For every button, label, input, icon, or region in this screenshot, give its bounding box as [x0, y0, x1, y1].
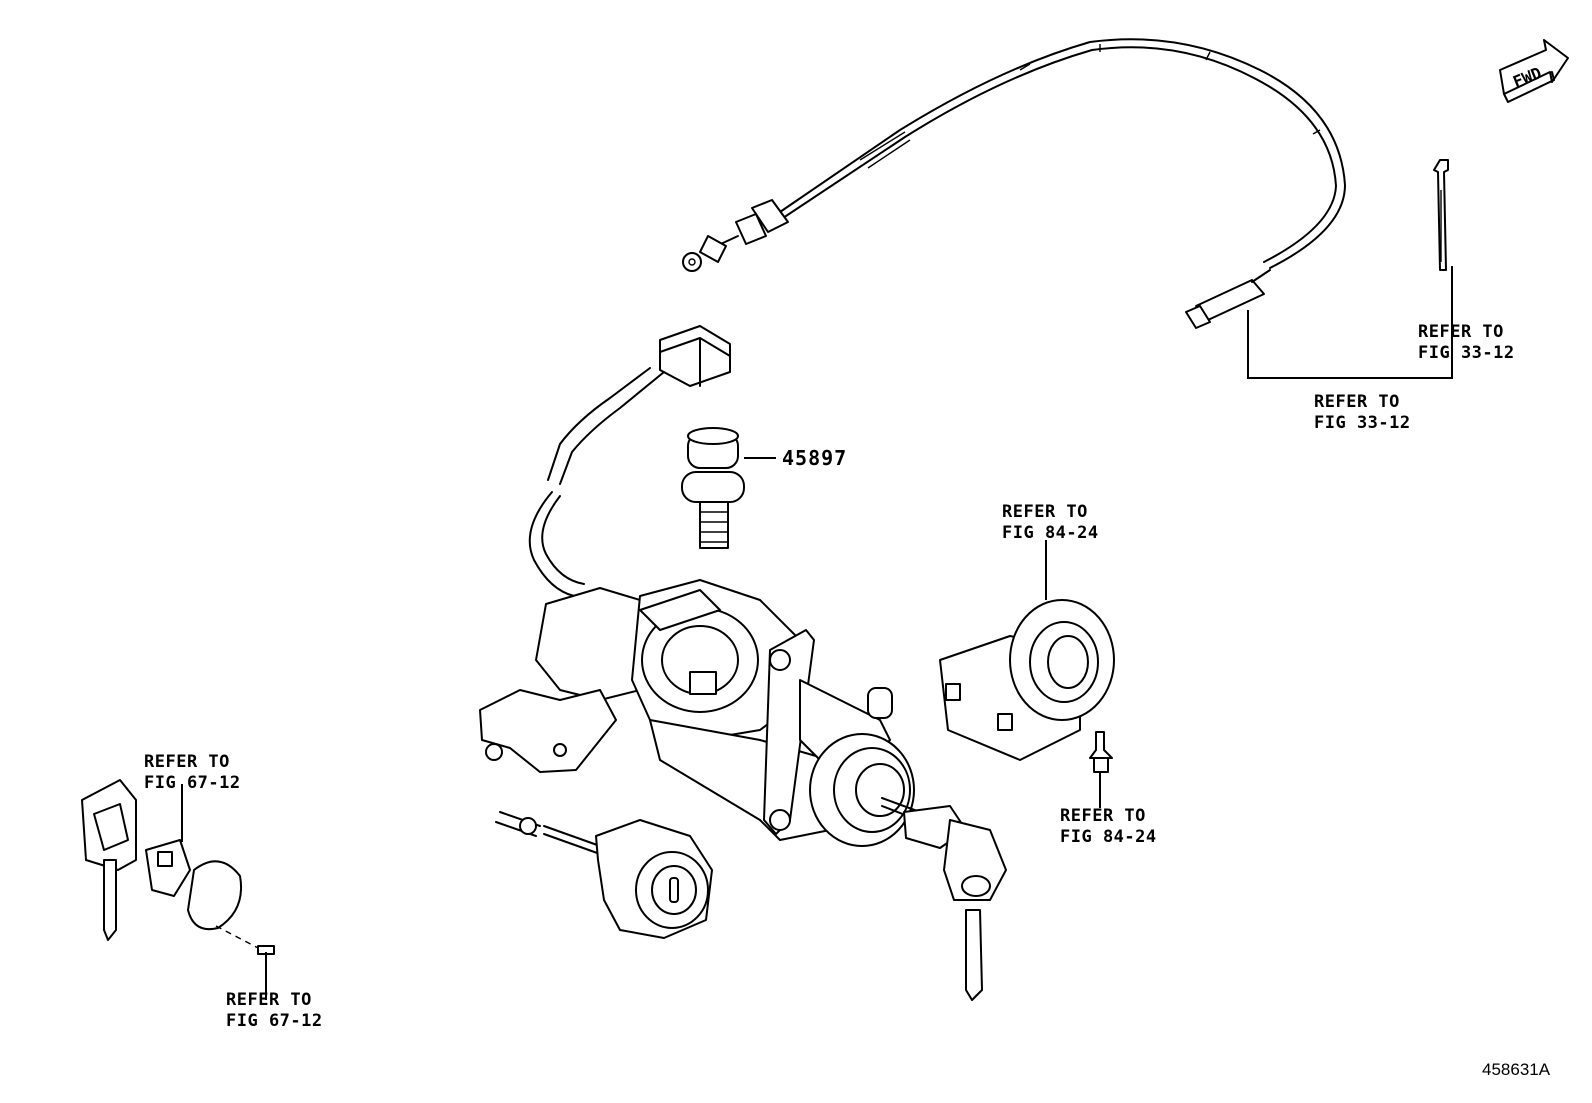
ref-line2: FIG 84-24	[1060, 827, 1157, 847]
steering-lock-body	[479, 579, 915, 847]
ref-line1: REFER TO	[1002, 502, 1088, 522]
ref-label-fig-33-12-a: REFER TO FIG 33-12	[1418, 322, 1515, 364]
cable-clip	[1433, 159, 1449, 271]
ref-line2: FIG 33-12	[1418, 343, 1515, 363]
figure-id: 458631A	[1482, 1060, 1551, 1079]
release-cable	[682, 38, 1346, 329]
ref-label-fig-67-12-a: REFER TO FIG 67-12	[144, 752, 241, 794]
transponder-amplifier	[939, 599, 1115, 761]
lock-cylinder	[495, 811, 713, 939]
part-number-label: 45897	[782, 446, 848, 470]
key-fob-parts	[81, 779, 275, 955]
leader-lines	[181, 266, 1453, 1000]
fwd-arrow-icon: FWD	[1499, 39, 1569, 103]
ref-line2: FIG 33-12	[1314, 413, 1411, 433]
ref-line1: REFER TO	[1060, 806, 1146, 826]
ref-label-fig-33-12-b: REFER TO FIG 33-12	[1314, 392, 1411, 434]
switch-harness	[528, 325, 731, 597]
ref-line1: REFER TO	[1418, 322, 1504, 342]
ignition-key	[881, 797, 1007, 1001]
ref-line1: REFER TO	[1314, 392, 1400, 412]
ref-line2: FIG 67-12	[226, 1011, 323, 1031]
part-45897	[681, 427, 745, 549]
ref-label-fig-67-12-b: REFER TO FIG 67-12	[226, 990, 323, 1032]
ref-line1: REFER TO	[226, 990, 312, 1010]
screw	[1089, 731, 1113, 773]
ref-line2: FIG 84-24	[1002, 523, 1099, 543]
ref-line2: FIG 67-12	[144, 773, 241, 793]
ref-label-fig-84-24-b: REFER TO FIG 84-24	[1060, 806, 1157, 848]
ref-label-fig-84-24-a: REFER TO FIG 84-24	[1002, 502, 1099, 544]
ref-line1: REFER TO	[144, 752, 230, 772]
